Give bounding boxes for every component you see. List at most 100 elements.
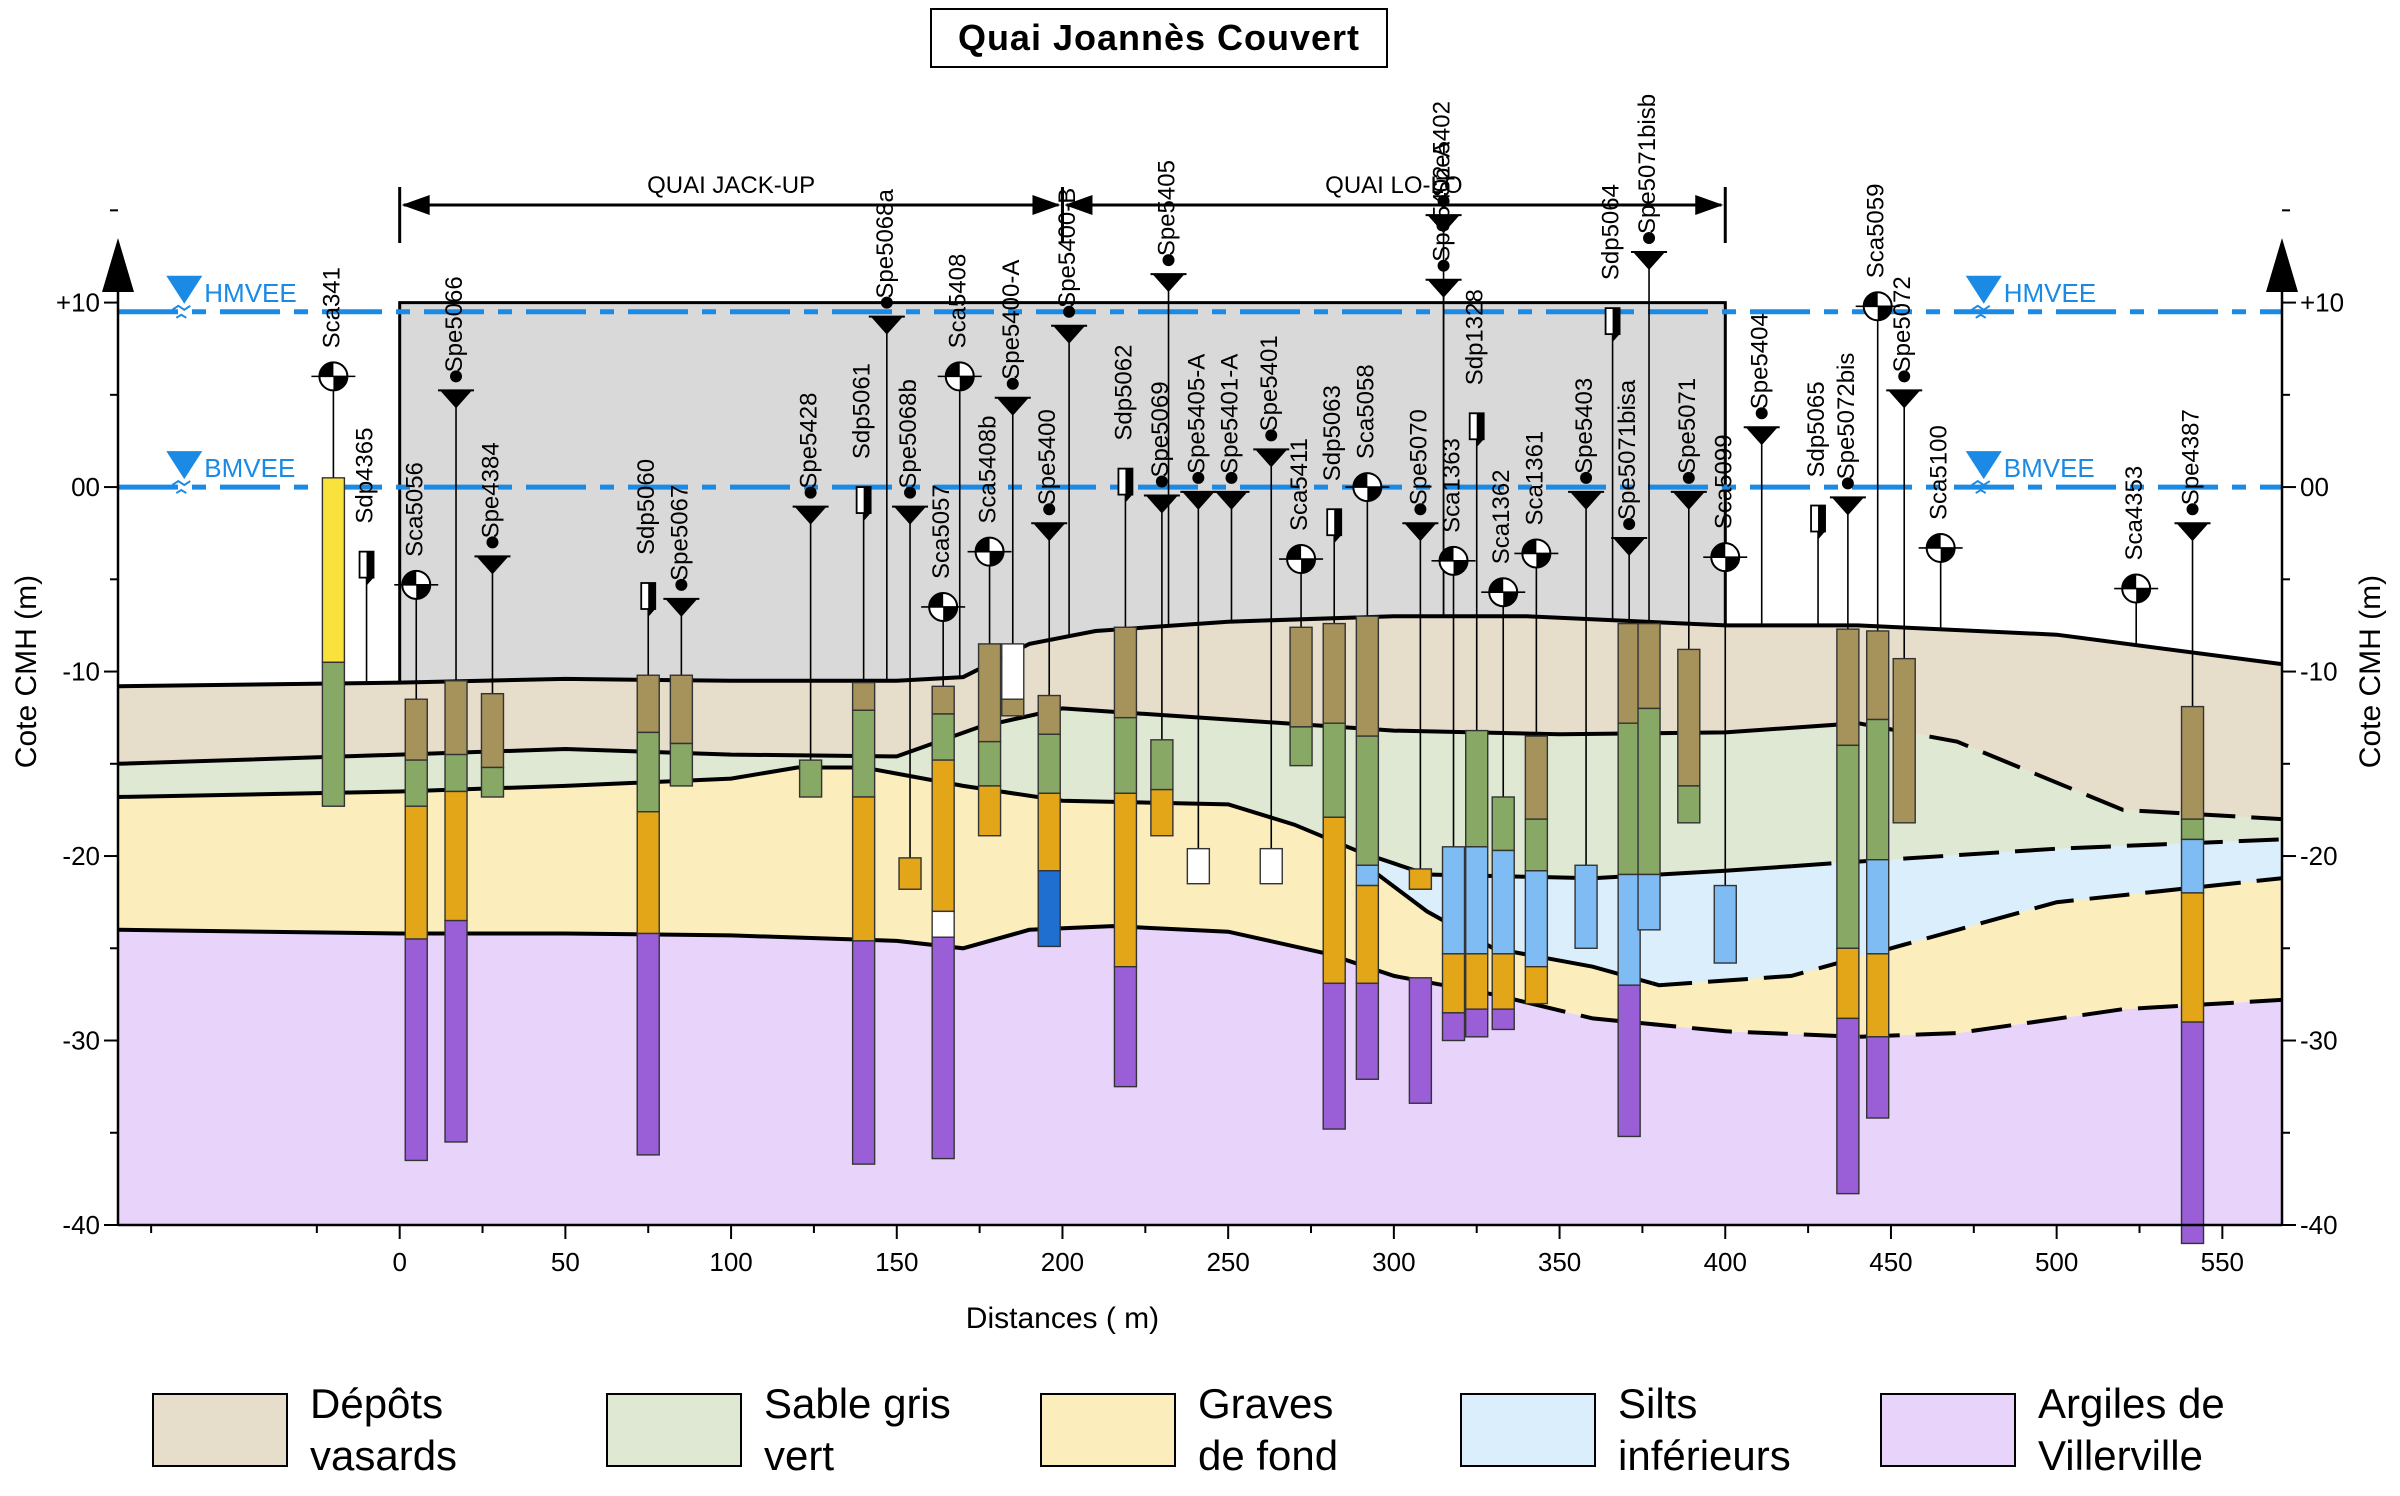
water-level-label: BMVEE <box>2004 453 2095 483</box>
penetrometer-icon <box>665 598 698 617</box>
x-tick-label: 150 <box>875 1247 918 1277</box>
borehole-segment <box>1150 788 1174 837</box>
borehole-sdp5060: Sdp5060 <box>633 459 660 1156</box>
penetrometer-icon-dot <box>450 370 463 383</box>
y-tick-label: -40 <box>62 1210 100 1240</box>
borehole-segment <box>1524 735 1549 820</box>
borehole-segment <box>444 753 468 793</box>
penetrometer-icon <box>1427 279 1460 298</box>
borehole-segment <box>1322 722 1346 818</box>
penetrometer-icon-dot <box>1043 503 1056 516</box>
borehole-spe5069: Spe5069 <box>1143 381 1180 837</box>
borehole-spe5401-a: Spe5401-A <box>1213 354 1250 622</box>
boundary-graves_base-dashed <box>1525 997 2282 1039</box>
borehole-segment <box>404 938 428 1162</box>
borehole-spe5404: Spe5404 <box>1743 313 1780 626</box>
borehole-segment <box>1491 796 1515 852</box>
borehole-segment <box>1617 722 1641 876</box>
penetrometer-icon-dot <box>1063 305 1076 318</box>
borehole-segment <box>1892 657 1916 824</box>
borehole-segment <box>977 740 1002 787</box>
borehole-segment <box>636 674 660 734</box>
borehole-segment <box>1113 626 1138 719</box>
core-drill-icon-fill <box>2122 574 2151 603</box>
x-tick-label: 0 <box>392 1247 406 1277</box>
borehole-sca5057: Sca5057 <box>921 484 966 1160</box>
borehole-label: Spe5400 <box>1034 409 1061 505</box>
penetrometer-icon-dot <box>1580 471 1593 484</box>
borehole-spe5070: Spe5070 <box>1402 409 1439 1104</box>
borehole-segment <box>1865 1036 1890 1119</box>
borehole-segment <box>1465 953 1489 1010</box>
borehole-spe5071: Spe5071 <box>1670 378 1707 824</box>
borehole-segment <box>1037 870 1061 948</box>
borehole-segment <box>1637 873 1661 931</box>
penetrometer-icon <box>1633 252 1666 271</box>
borehole-spe5428: Spe5428 <box>792 393 829 798</box>
penetrometer-icon <box>1831 497 1864 516</box>
borehole-label: Spe5069 <box>1147 381 1174 477</box>
y-tick-label: +10 <box>56 288 100 318</box>
penetrometer-icon <box>1215 491 1248 510</box>
borehole-segment <box>1865 859 1890 955</box>
borehole-segment <box>444 680 468 756</box>
borehole-spe4384: Spe4384 <box>474 442 511 798</box>
penetrometer-icon-dot <box>1265 429 1278 442</box>
borehole-label: Spe5072 <box>1889 276 1916 372</box>
pressuremeter-icon-fill <box>366 551 374 586</box>
borehole-label: Sca5408 <box>945 254 972 349</box>
borehole-sca1362: Sca1362 <box>1481 469 1526 1031</box>
borehole-segment <box>1465 846 1489 955</box>
penetrometer-icon <box>1053 325 1086 344</box>
y-axis-title-right: Cote CMH (m) <box>2354 575 2387 768</box>
borehole-segment <box>1441 1012 1466 1042</box>
borehole-segment <box>1713 884 1737 964</box>
core-drill-icon-fill <box>1353 473 1382 502</box>
penetrometer-icon <box>440 390 473 409</box>
penetrometer-icon <box>1570 491 1603 510</box>
borehole-segment <box>1289 626 1313 728</box>
borehole-spe5068a: Spe5068a <box>868 188 905 681</box>
penetrometer-icon-dot <box>804 486 817 499</box>
penetrometer-icon-dot <box>1898 370 1911 383</box>
water-wave-icon <box>1971 304 1991 319</box>
y-tick-label: -40 <box>2300 1210 2338 1240</box>
borehole-label: Sca1363 <box>1439 438 1466 533</box>
penetrometer-icon <box>894 506 927 525</box>
borehole-spe5405: Spe5405 <box>1150 160 1187 626</box>
borehole-label: Sdp4365 <box>352 428 379 524</box>
borehole-sdp5061: Sdp5061 <box>849 363 876 1165</box>
borehole-segment <box>1322 816 1346 985</box>
y-tick-label: 00 <box>71 472 100 502</box>
borehole-sca5411: Sca5411 <box>1279 438 1324 767</box>
penetrometer-icon-dot <box>1225 471 1238 484</box>
borehole-segment <box>1524 818 1549 872</box>
legend-item-sable-gris-vert: Sable gris vert <box>606 1380 951 1480</box>
borehole-label: Sdp5065 <box>1803 381 1830 477</box>
borehole-segment <box>1289 726 1313 767</box>
layer-depots <box>118 616 2282 820</box>
borehole-label: Sdp5061 <box>849 363 876 459</box>
core-drill-icon-fill <box>1711 543 1740 572</box>
borehole-segment <box>321 661 346 807</box>
borehole-sca1361: Sca1361 <box>1514 431 1559 1005</box>
diagram-title: Quai Joannès Couvert <box>930 8 1388 68</box>
legend-item-argiles-de-villerville: Argiles de Villerville <box>1880 1380 2225 1480</box>
core-drill-icon-fill <box>1863 292 1892 321</box>
borehole-segment <box>1037 792 1061 872</box>
borehole-label: Sdp5063 <box>1319 385 1346 481</box>
borehole-segment <box>1322 622 1346 724</box>
borehole-segment <box>1677 785 1701 824</box>
water-level-label: HMVEE <box>2004 278 2096 308</box>
penetrometer-icon <box>1613 537 1646 556</box>
borehole-sdp1328: Sdp1328 <box>1462 289 1489 1038</box>
penetrometer-icon-dot <box>1162 254 1175 267</box>
borehole-segment <box>1408 868 1433 890</box>
penetrometer-icon-dot <box>486 536 499 549</box>
borehole-segment <box>1441 953 1466 1014</box>
pressuremeter-icon-fill <box>1612 308 1620 343</box>
soil-layers <box>118 616 2282 1225</box>
borehole-label: Spe5405-A <box>1183 354 1210 474</box>
borehole-segment <box>1836 744 1860 949</box>
